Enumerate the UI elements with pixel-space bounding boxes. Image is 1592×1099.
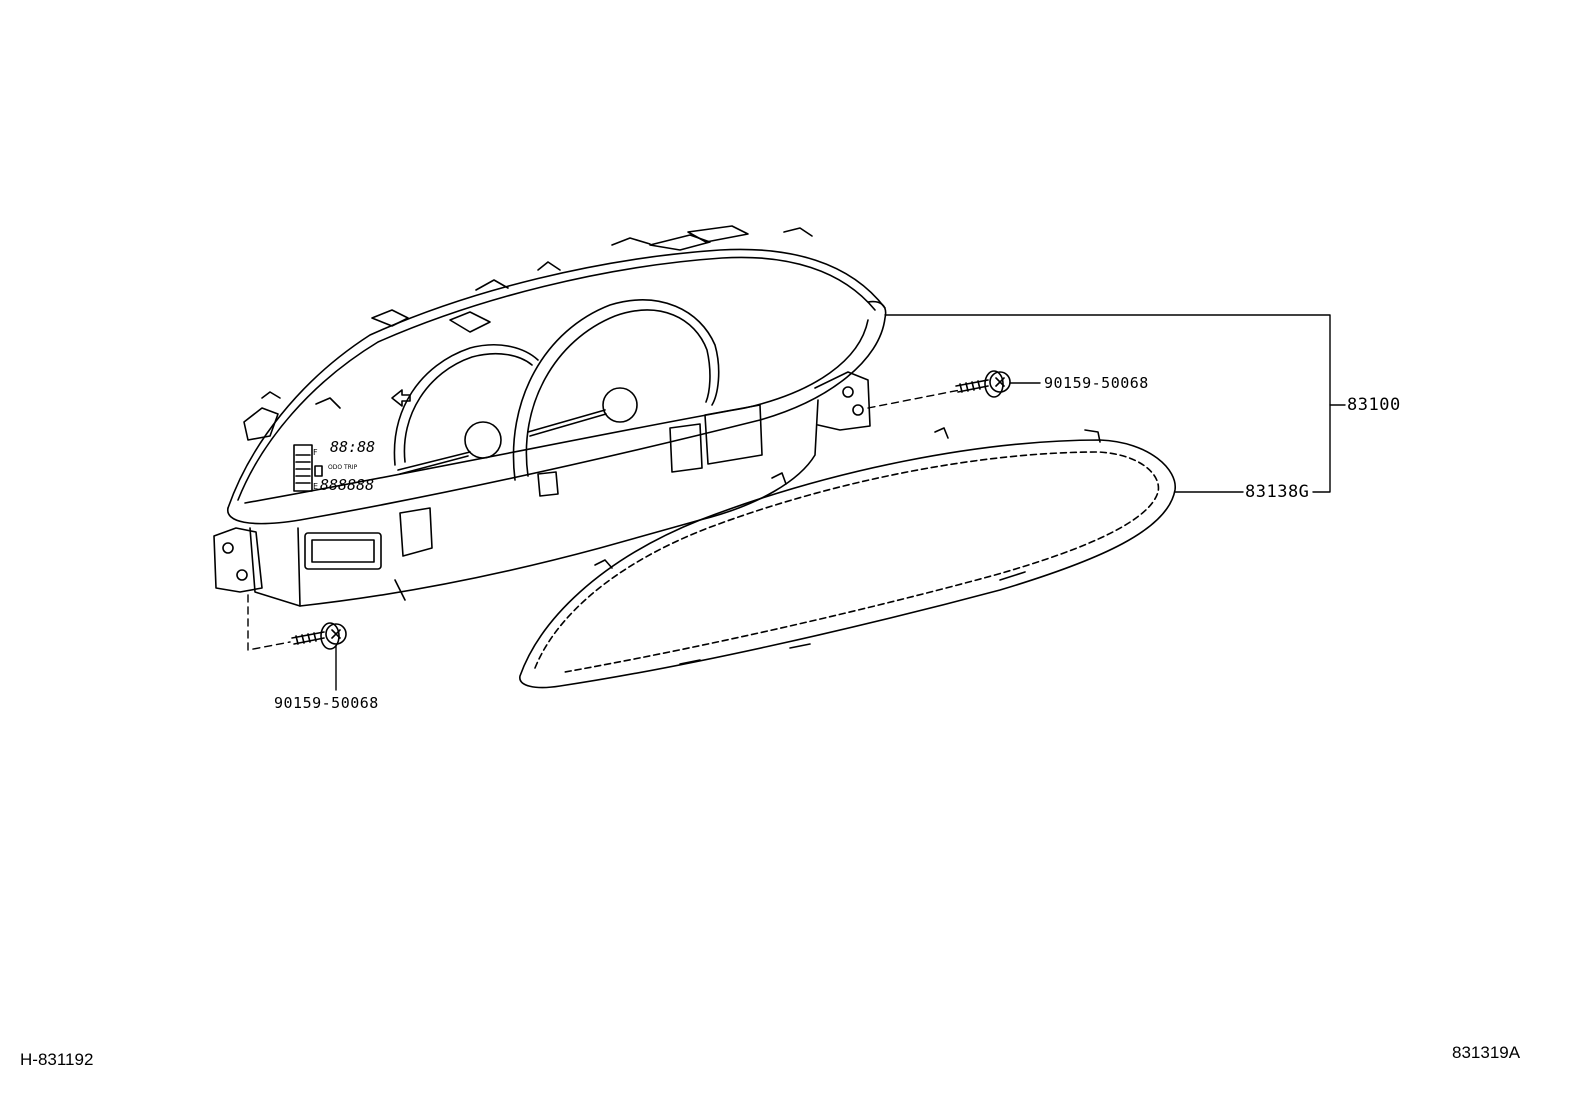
lcd-mode: ODO TRIP [328, 464, 358, 471]
label-glass-83138g: 83138G [1245, 482, 1310, 502]
footer-right-code: 831319A [1452, 1043, 1521, 1062]
combination-meter-assembly [213, 225, 887, 607]
screw-left-icon [291, 622, 347, 650]
label-assembly-83100: 83100 [1347, 395, 1401, 415]
footer-left-code: H-831192 [20, 1050, 94, 1069]
meter-glass [519, 427, 1176, 689]
screw-right-icon [955, 370, 1011, 398]
lcd-fuel-full: F [313, 448, 318, 457]
label-screw-left: 90159-50068 [274, 694, 379, 712]
lcd-display [293, 444, 323, 492]
leader-lines [247, 314, 1346, 691]
lcd-fuel-empty: E [313, 482, 318, 491]
lcd-clock: 88:88 [330, 438, 375, 456]
label-screw-right: 90159-50068 [1044, 374, 1149, 392]
lcd-odometer: 888888 [320, 476, 374, 494]
